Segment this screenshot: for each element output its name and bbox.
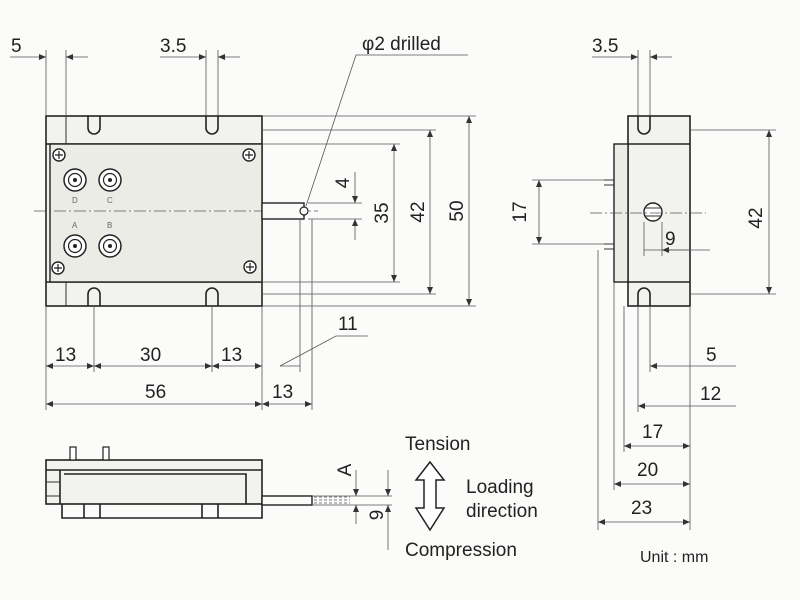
side-dim-5: 5 xyxy=(706,345,717,366)
bottom-dimensions: A 9 xyxy=(312,463,392,550)
dim-13-left: 13 xyxy=(55,345,76,366)
dim-42: 42 xyxy=(408,201,429,222)
side-dim-17: 17 xyxy=(642,422,663,443)
dim-4: 4 xyxy=(333,177,354,188)
side-hole xyxy=(643,202,663,222)
side-top-slot xyxy=(637,116,651,135)
compression-label: Compression xyxy=(405,540,517,561)
bottom-body-outline xyxy=(45,459,263,505)
connector-label-c: C xyxy=(107,196,113,205)
front-top-slot-right xyxy=(205,116,219,135)
screw-icon xyxy=(52,148,66,162)
loading-pin xyxy=(261,202,305,220)
connector-icon xyxy=(98,234,122,258)
dim-50: 50 xyxy=(447,200,468,221)
dim-13-right: 13 xyxy=(272,382,293,403)
side-dim-20: 20 xyxy=(637,460,658,481)
screw-icon xyxy=(242,148,256,162)
side-dim-17-left: 17 xyxy=(510,201,531,222)
dim-11: 11 xyxy=(338,314,358,335)
side-dimensions: 3.5 17 9 42 5 12 17 20 xyxy=(510,36,776,530)
connector-label-a: A xyxy=(72,221,78,230)
bottom-loading-pin xyxy=(261,495,313,506)
drill-callout: φ2 drilled xyxy=(305,34,468,207)
screw-icon xyxy=(51,261,65,275)
dim-13-mid: 13 xyxy=(221,345,242,366)
side-dim-9: 9 xyxy=(665,229,676,250)
side-dim-42: 42 xyxy=(746,207,767,228)
connector-label-d: D xyxy=(72,196,78,205)
side-strip-lines xyxy=(628,143,690,283)
dim-3-5: 3.5 xyxy=(160,36,186,57)
tension-label: Tension xyxy=(405,434,471,455)
front-bottom-dimensions: 13 30 13 11 56 13 xyxy=(45,219,368,410)
side-connector-pins xyxy=(604,179,614,250)
loading-label-line1: Loading xyxy=(466,477,534,498)
bottom-pin-right xyxy=(102,446,110,461)
loading-label-line2: direction xyxy=(466,501,538,522)
side-dim-3-5: 3.5 xyxy=(592,36,618,57)
front-top-slot-left xyxy=(87,116,101,135)
front-right-dimensions: 4 35 42 50 xyxy=(262,115,476,307)
dim-35: 35 xyxy=(372,202,393,223)
front-view: D C A B xyxy=(34,115,318,307)
front-bottom-slot-left xyxy=(87,287,101,306)
drilled-hole xyxy=(299,206,309,216)
dim-5: 5 xyxy=(11,36,22,57)
bottom-view xyxy=(45,446,350,519)
double-arrow-icon xyxy=(414,460,446,532)
bottom-dim-9: 9 xyxy=(367,510,388,521)
loading-direction: Tension Loading direction Compression xyxy=(405,434,538,561)
connector-label-b: B xyxy=(107,221,112,230)
drill-note: φ2 drilled xyxy=(362,34,441,55)
side-dim-23: 23 xyxy=(631,498,652,519)
connector-icon xyxy=(98,168,122,192)
connector-icon xyxy=(63,234,87,258)
bottom-marker-a: A xyxy=(335,463,356,476)
unit-note: Unit : mm xyxy=(640,549,708,566)
side-bottom-slot xyxy=(637,287,651,306)
dim-56: 56 xyxy=(145,382,166,403)
side-dim-12: 12 xyxy=(700,384,721,405)
front-bottom-slot-right xyxy=(205,287,219,306)
bottom-pin-left xyxy=(69,446,77,461)
screw-icon xyxy=(243,260,257,274)
dim-30: 30 xyxy=(140,345,161,366)
connector-icon xyxy=(63,168,87,192)
side-view xyxy=(590,115,706,307)
front-top-dimensions: 5 3.5 xyxy=(10,36,240,116)
front-face-plate xyxy=(49,143,263,283)
